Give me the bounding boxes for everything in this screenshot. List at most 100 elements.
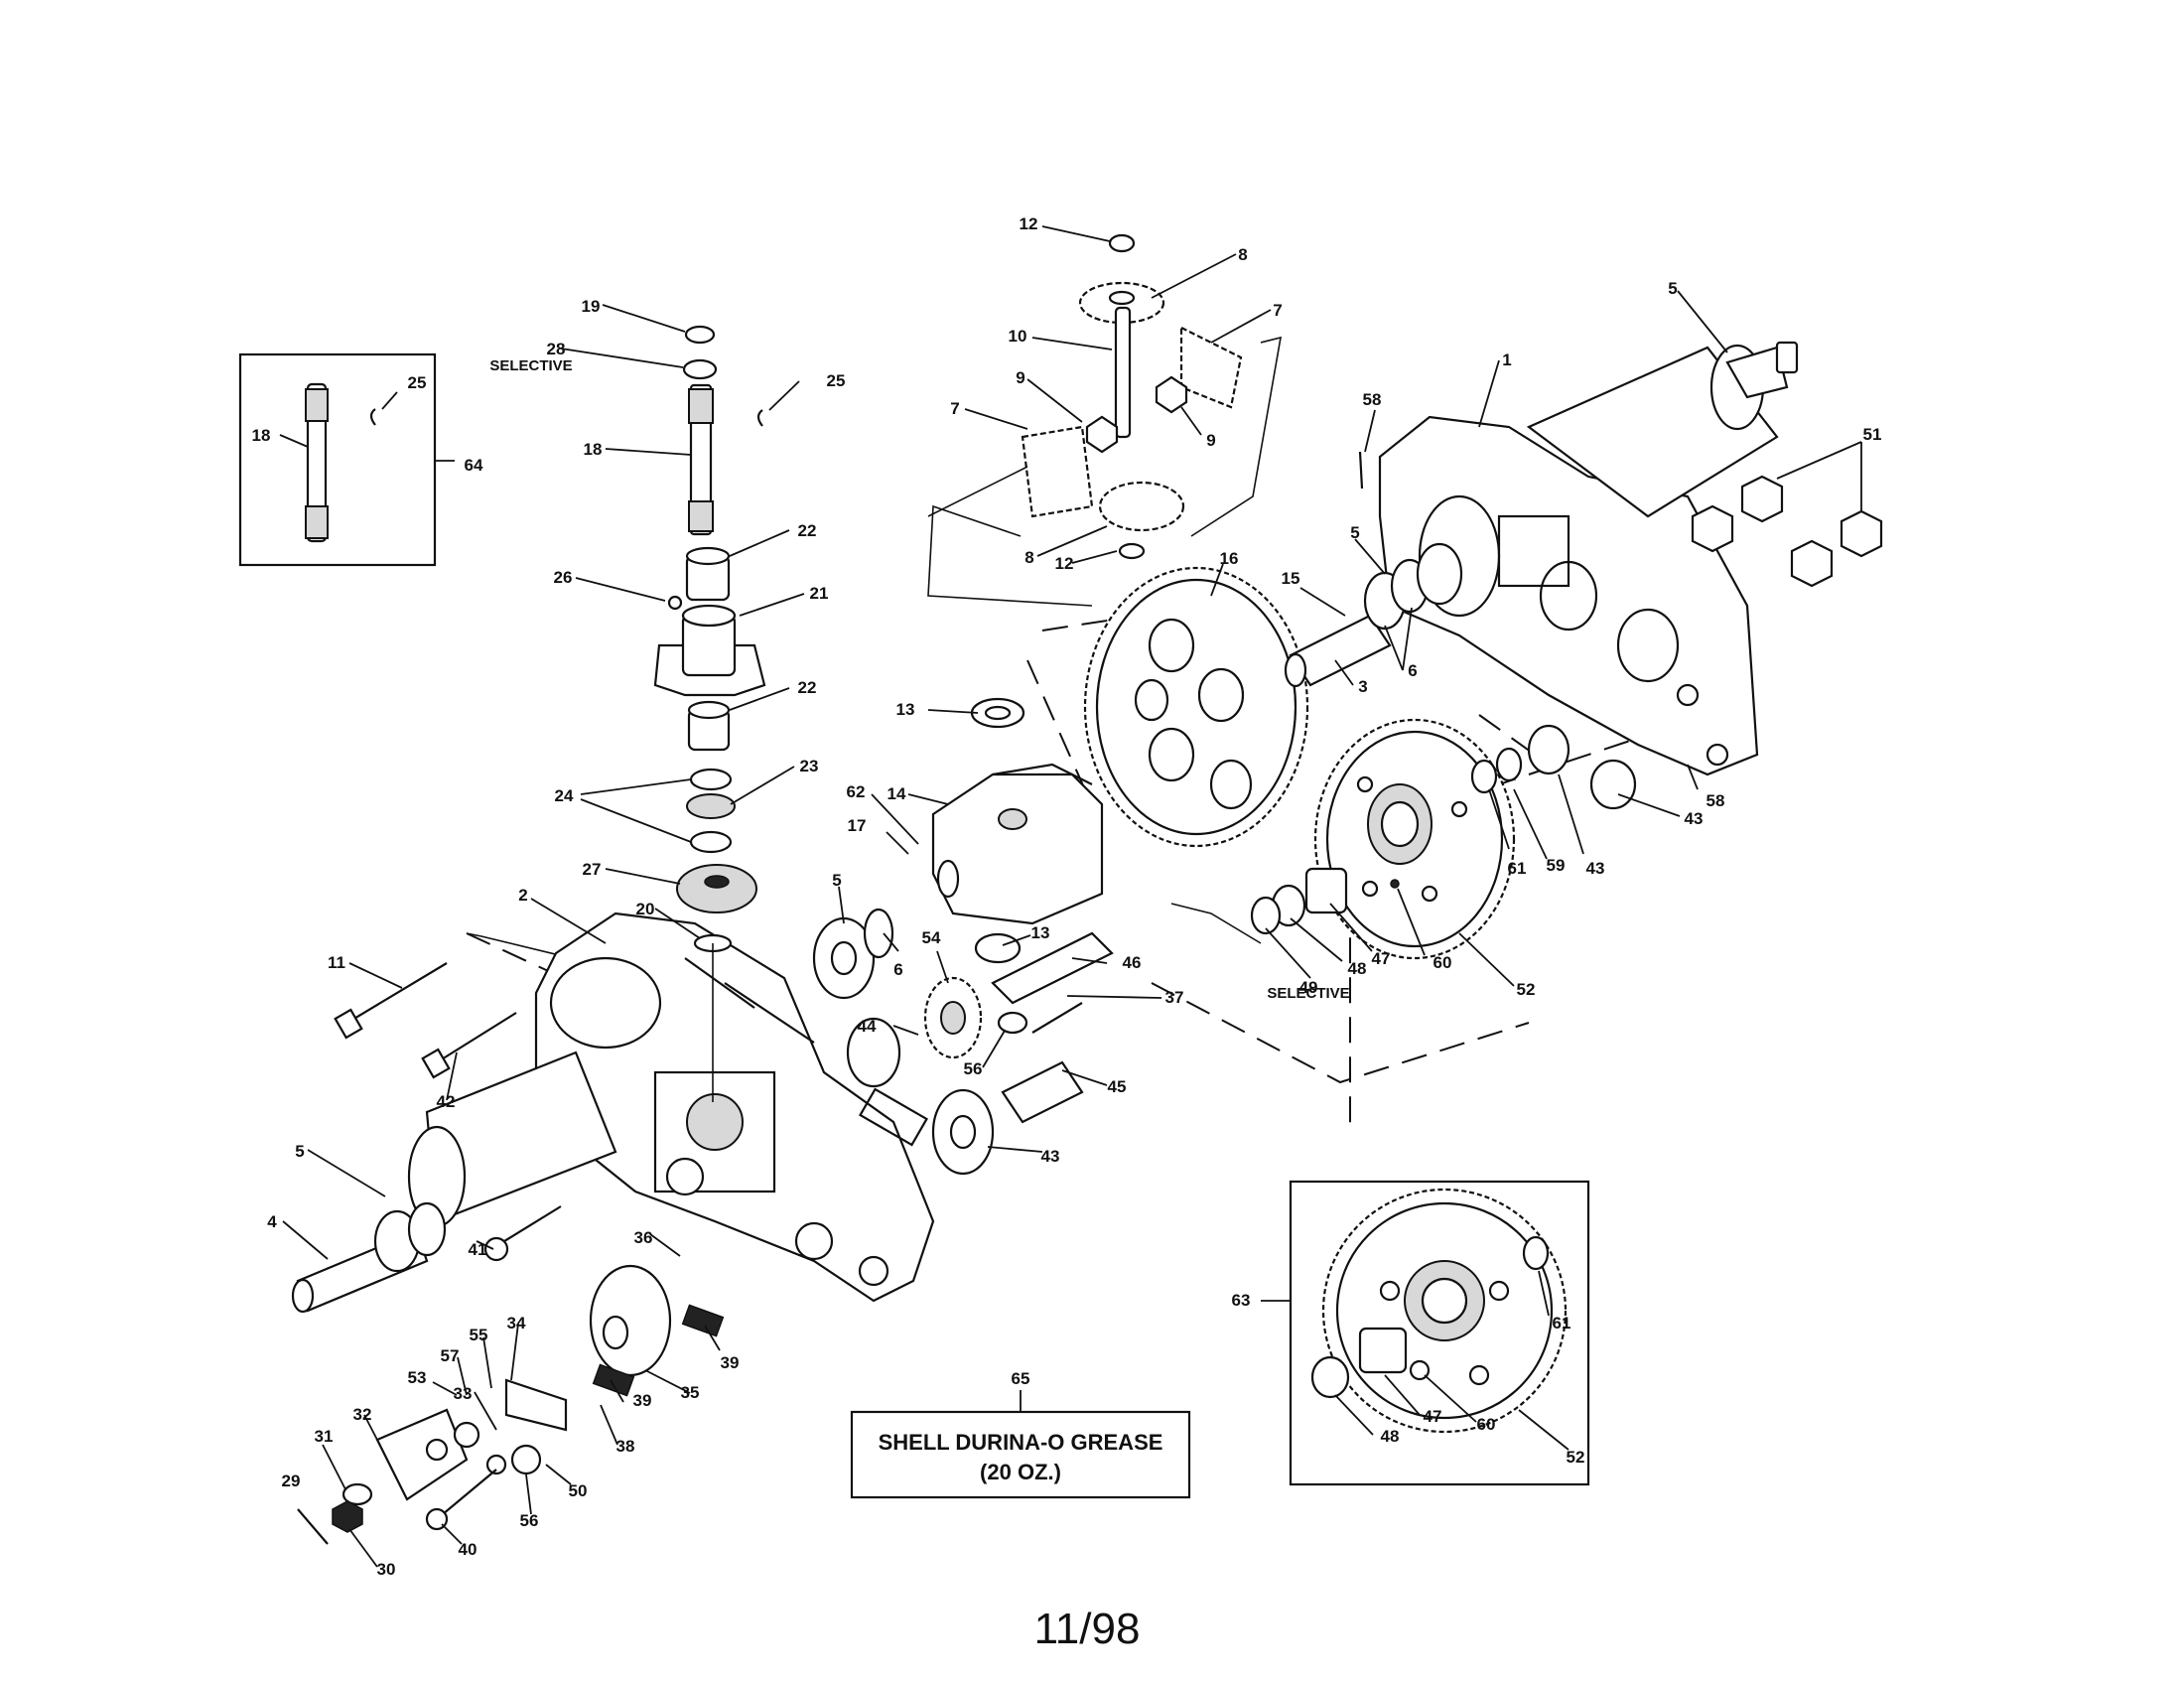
callout-16: 16 [1220,549,1239,568]
callout-21: 21 [810,584,829,603]
callout-43: 43 [1586,859,1605,878]
differential-housing [931,697,1104,925]
callout-52: 52 [1567,1448,1585,1467]
callout-41: 41 [469,1240,487,1259]
callout-62: 62 [847,782,866,801]
pinion-shaft-3 [1284,542,1463,688]
wheel-nuts-51 [1691,475,1883,588]
callout-56: 56 [520,1511,539,1530]
callout-64: 64 [465,456,483,475]
left-housing [407,912,935,1303]
callout-27: 27 [583,860,602,879]
callout-33: 33 [454,1384,473,1403]
callout-52: 52 [1517,980,1536,999]
callout-24: 24 [555,786,574,805]
callout-22: 22 [798,521,817,540]
callout-60: 60 [1433,953,1452,972]
callout-22: 22 [798,678,817,697]
callout-43: 43 [1041,1147,1060,1166]
grease-line-1: SHELL DURINA-O GREASE [879,1430,1163,1455]
callout-53: 53 [408,1368,427,1387]
callout-54: 54 [922,928,941,947]
callout-11: 11 [328,953,345,972]
callout-1: 1 [1502,351,1511,369]
callout-8: 8 [1238,245,1247,264]
callout-23: 23 [800,757,819,775]
selective-label-28: SELECTIVE [489,357,572,374]
callout-46: 46 [1123,953,1142,972]
callout-37: 37 [1165,988,1184,1007]
callout-50: 50 [569,1481,588,1500]
callout-18: 18 [584,440,603,459]
callout-9: 9 [1016,368,1024,387]
callout-25: 25 [827,371,846,390]
callout-39: 39 [721,1353,740,1372]
grease-line-2: (20 OZ.) [980,1460,1061,1484]
callout-40: 40 [459,1540,478,1559]
selective-label-49: SELECTIVE [1267,985,1349,1002]
spur-gear-52 [1250,718,1637,960]
callout-15: 15 [1282,569,1300,588]
callout-19: 19 [582,297,601,316]
callout-58: 58 [1363,390,1382,409]
callout-5: 5 [832,871,841,890]
input-gear-train [812,908,1114,1176]
callout-4: 4 [267,1212,277,1231]
callout-43: 43 [1685,809,1704,828]
callout-20: 20 [636,900,655,918]
callout-49: 49 [1299,978,1318,997]
callout-leaders [279,225,1862,1568]
right-housing [1378,341,1799,776]
callout-17: 17 [848,816,867,835]
callout-48: 48 [1381,1427,1400,1446]
callout-12: 12 [1055,554,1074,573]
callout-35: 35 [681,1383,700,1402]
differential-gears [927,233,1243,560]
callout-10: 10 [1009,327,1027,346]
grease-note-box: SHELL DURINA-O GREASE (20 OZ.) [850,1390,1191,1499]
callout-47: 47 [1372,949,1391,968]
callout-55: 55 [470,1326,488,1344]
callout-6: 6 [893,960,902,979]
callout-58: 58 [1706,791,1725,810]
footer-date: 11/98 [1034,1605,1141,1653]
callout-56: 56 [964,1059,983,1078]
callout-14: 14 [887,784,906,803]
callout-6: 6 [1408,661,1417,680]
inset-kit-64 [238,352,455,567]
callout-18: 18 [252,426,271,445]
callout-31: 31 [315,1427,334,1446]
brake-assembly [297,1264,725,1545]
callout-59: 59 [1547,856,1566,875]
housing-bolts [334,962,562,1262]
callout-8: 8 [1024,548,1033,567]
callout-30: 30 [377,1560,396,1579]
callout-34: 34 [507,1314,526,1333]
callout-57: 57 [441,1346,460,1365]
callout-12: 12 [1020,214,1038,233]
callout-29: 29 [282,1472,301,1490]
callout-42: 42 [437,1092,456,1111]
callout-13: 13 [896,700,915,719]
pin-58 [1358,451,1364,490]
callout-7: 7 [950,399,959,418]
callout-51: 51 [1863,425,1882,444]
callout-2: 2 [518,886,527,905]
callout-61: 61 [1553,1314,1571,1333]
callout-3: 3 [1358,677,1367,696]
callout-63: 63 [1232,1291,1251,1310]
callout-44: 44 [858,1017,877,1036]
callout-5: 5 [295,1142,304,1161]
callout-65: 65 [1012,1369,1030,1388]
callout-7: 7 [1273,301,1282,320]
callout-38: 38 [616,1437,635,1456]
callout-48: 48 [1348,959,1367,978]
vertical-shaft-stack [653,325,766,1102]
callout-26: 26 [554,568,573,587]
callout-5: 5 [1350,523,1359,542]
axle-shaft-4 [291,1201,447,1314]
callout-45: 45 [1108,1077,1127,1096]
callout-39: 39 [633,1391,652,1410]
callout-28: 28 [547,340,566,358]
